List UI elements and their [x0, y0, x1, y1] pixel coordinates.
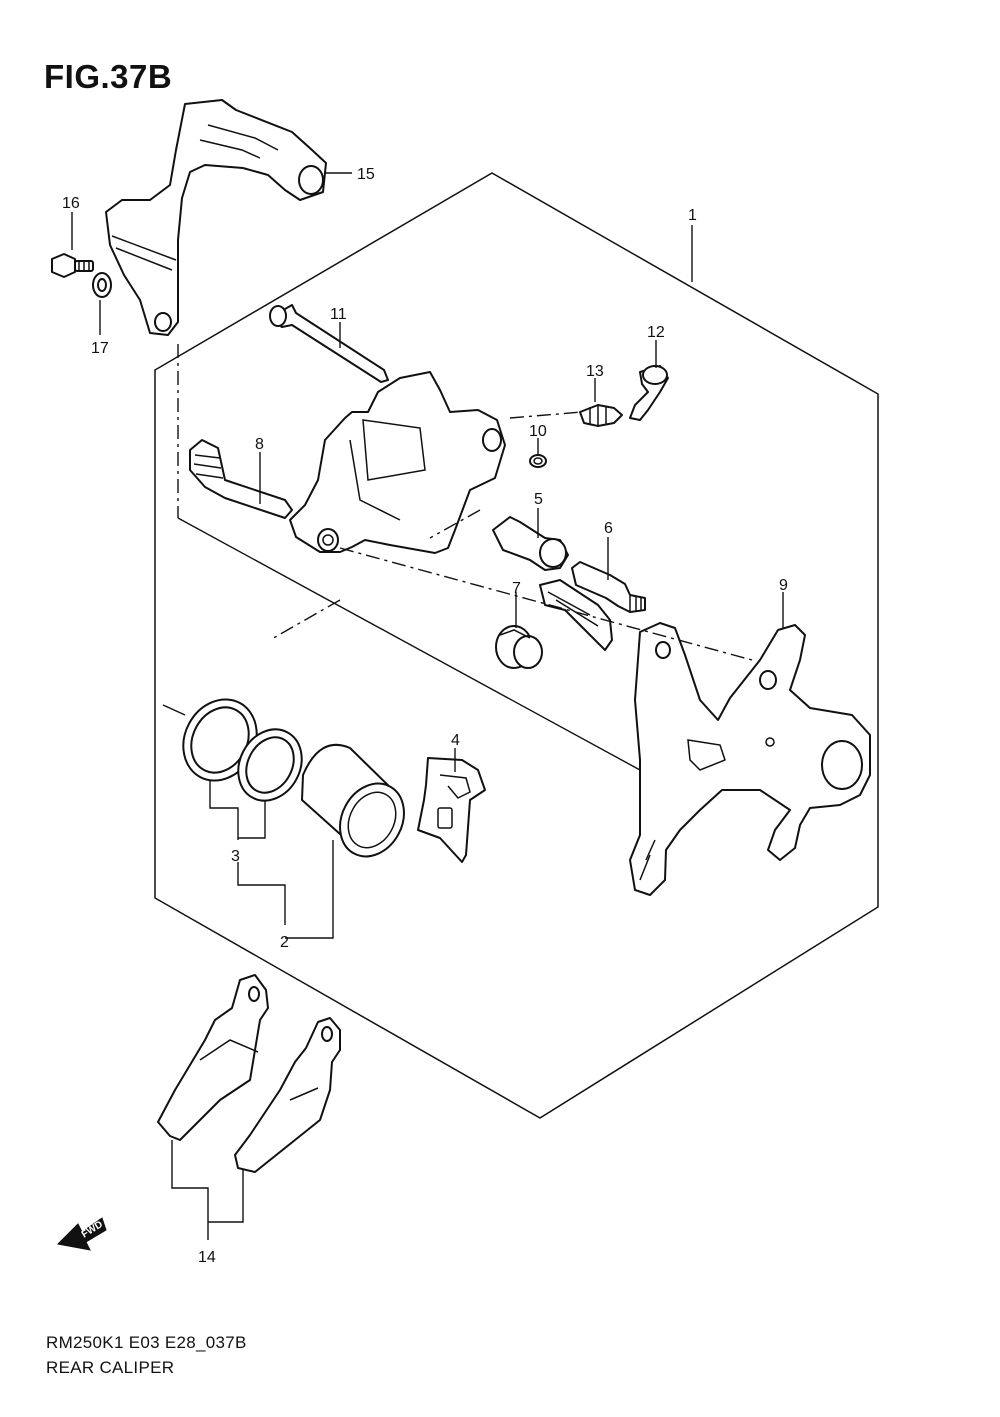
fwd-arrow-icon: FWD	[56, 1217, 107, 1251]
callout-1: 1	[688, 207, 697, 224]
callout-3: 3	[231, 848, 240, 865]
callout-4: 4	[451, 732, 460, 749]
alignment-lines	[177, 344, 753, 661]
part-9-bracket[interactable]	[629, 622, 871, 896]
part-8-pin[interactable]	[189, 439, 293, 519]
callout-11: 11	[330, 306, 347, 323]
callout-15: 15	[357, 166, 375, 183]
part-3-piston-seals[interactable]	[169, 686, 313, 811]
callout-8: 8	[255, 436, 264, 453]
callout-9: 9	[779, 577, 788, 594]
part-6-pin[interactable]	[571, 561, 646, 613]
figure-name: REAR CALIPER	[46, 1358, 175, 1377]
assembly-boundary	[154, 172, 879, 1119]
callout-2: 2	[280, 934, 289, 951]
part-11-pin[interactable]	[269, 304, 389, 383]
leader-lines	[71, 172, 784, 1240]
model-code: RM250K1 E03 E28_037B	[46, 1333, 247, 1352]
part-13-bleeder[interactable]	[579, 404, 623, 427]
callout-7: 7	[512, 580, 521, 597]
callout-14: 14	[198, 1249, 216, 1266]
part-4-pad-spring[interactable]	[417, 757, 486, 863]
callout-16: 16	[62, 195, 80, 212]
callout-12: 12	[647, 324, 665, 341]
callout-5: 5	[534, 491, 543, 508]
part-16-bolt[interactable]	[51, 253, 94, 278]
part-7-boot[interactable]	[495, 625, 543, 669]
callout-6: 6	[604, 520, 613, 537]
callout-10: 10	[529, 423, 547, 440]
part-10-ring[interactable]	[529, 454, 547, 468]
part-17-washer[interactable]	[92, 272, 112, 298]
part-2-piston[interactable]	[301, 743, 416, 868]
figure-title: FIG.37B	[44, 58, 173, 95]
callout-17: 17	[91, 340, 109, 357]
callout-13: 13	[586, 363, 604, 380]
part-14-brake-pads[interactable]	[157, 974, 341, 1173]
part-1-caliper-body[interactable]	[289, 371, 506, 554]
part-12-cap[interactable]	[629, 365, 669, 421]
part-5-boot[interactable]	[492, 516, 569, 571]
part-15-guard[interactable]	[105, 99, 327, 336]
